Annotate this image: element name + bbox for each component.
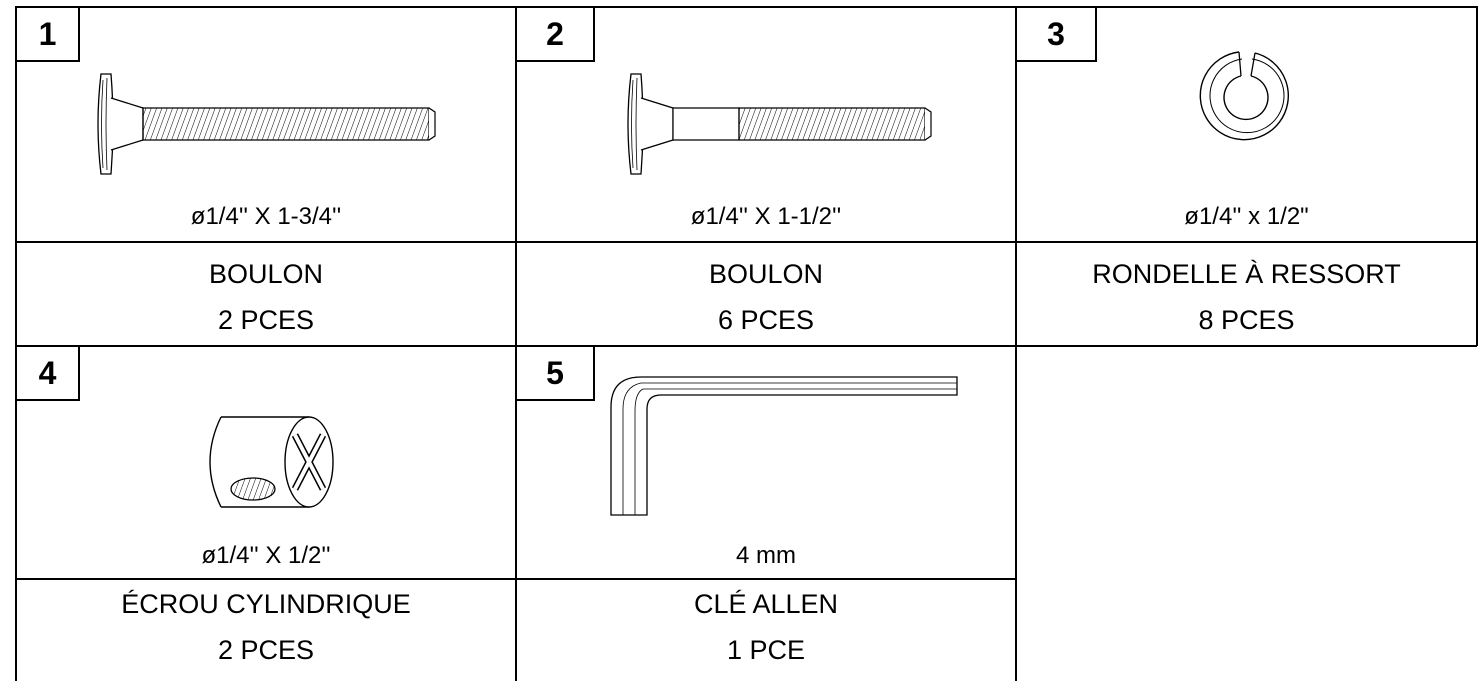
part-cell-1: 1 ø1/4'' X 1-3/4'' BOULON 2 PCES	[17, 8, 515, 345]
part-number-3: 3	[1017, 8, 1097, 62]
allen-key-icon	[609, 375, 959, 517]
part-name-3: RONDELLE À RESSORT	[1092, 259, 1401, 289]
part-quantity-4: 2 PCES	[217, 635, 315, 665]
part-number-4: 4	[17, 347, 80, 401]
part-size-3: ø1/4'' x 1/2"	[1184, 203, 1309, 230]
part-cell-3: 3 ø1/4'' x 1/2" RONDELLE À RESSORT 8 PCE…	[1017, 8, 1476, 345]
part-size-5: 4 mm	[736, 542, 796, 569]
part-number-5: 5	[517, 347, 595, 401]
part-quantity-3: 8 PCES	[1198, 305, 1295, 335]
table-border-right	[1476, 6, 1478, 346]
part-size-4: ø1/4'' X 1/2''	[201, 542, 331, 569]
part-name-1: BOULON	[208, 259, 324, 289]
part-cell-4: 4 ø1/4'' X 1/2'' ÉCROU CYLINDRIQUE 2 PCE…	[17, 347, 515, 681]
part-size-1: ø1/4'' X 1-3/4''	[190, 203, 342, 230]
part-quantity-5: 1 PCE	[726, 635, 806, 665]
part-number-2: 2	[517, 8, 595, 62]
table-divider-row1-size	[15, 241, 1477, 243]
part-quantity-1: 2 PCES	[217, 305, 315, 335]
part-quantity-2: 6 PCES	[717, 305, 815, 335]
barrel-nut-icon	[191, 407, 341, 517]
part-size-2: ø1/4'' X 1-1/2''	[690, 203, 842, 230]
table-border-left	[15, 6, 17, 681]
bolt-1-1-2-icon	[625, 72, 940, 176]
table-divider-col2	[1015, 6, 1017, 681]
part-number-1: 1	[17, 8, 80, 62]
bolt-1-3-4-icon	[95, 72, 445, 176]
part-name-5: CLÉ ALLEN	[693, 589, 839, 619]
part-cell-2: 2 ø1/4'' X 1-1/2'' BOULON 6 PCES	[517, 8, 1015, 345]
table-divider-row1-bottom	[15, 345, 1477, 347]
table-divider-col1	[515, 6, 517, 681]
part-name-2: BOULON	[708, 259, 824, 289]
spring-washer-icon	[1195, 46, 1295, 146]
part-cell-5: 5 4 mm CLÉ ALLEN 1 PCE	[517, 347, 1015, 681]
table-border-top	[15, 6, 1477, 8]
part-name-4: ÉCROU CYLINDRIQUE	[121, 589, 411, 619]
